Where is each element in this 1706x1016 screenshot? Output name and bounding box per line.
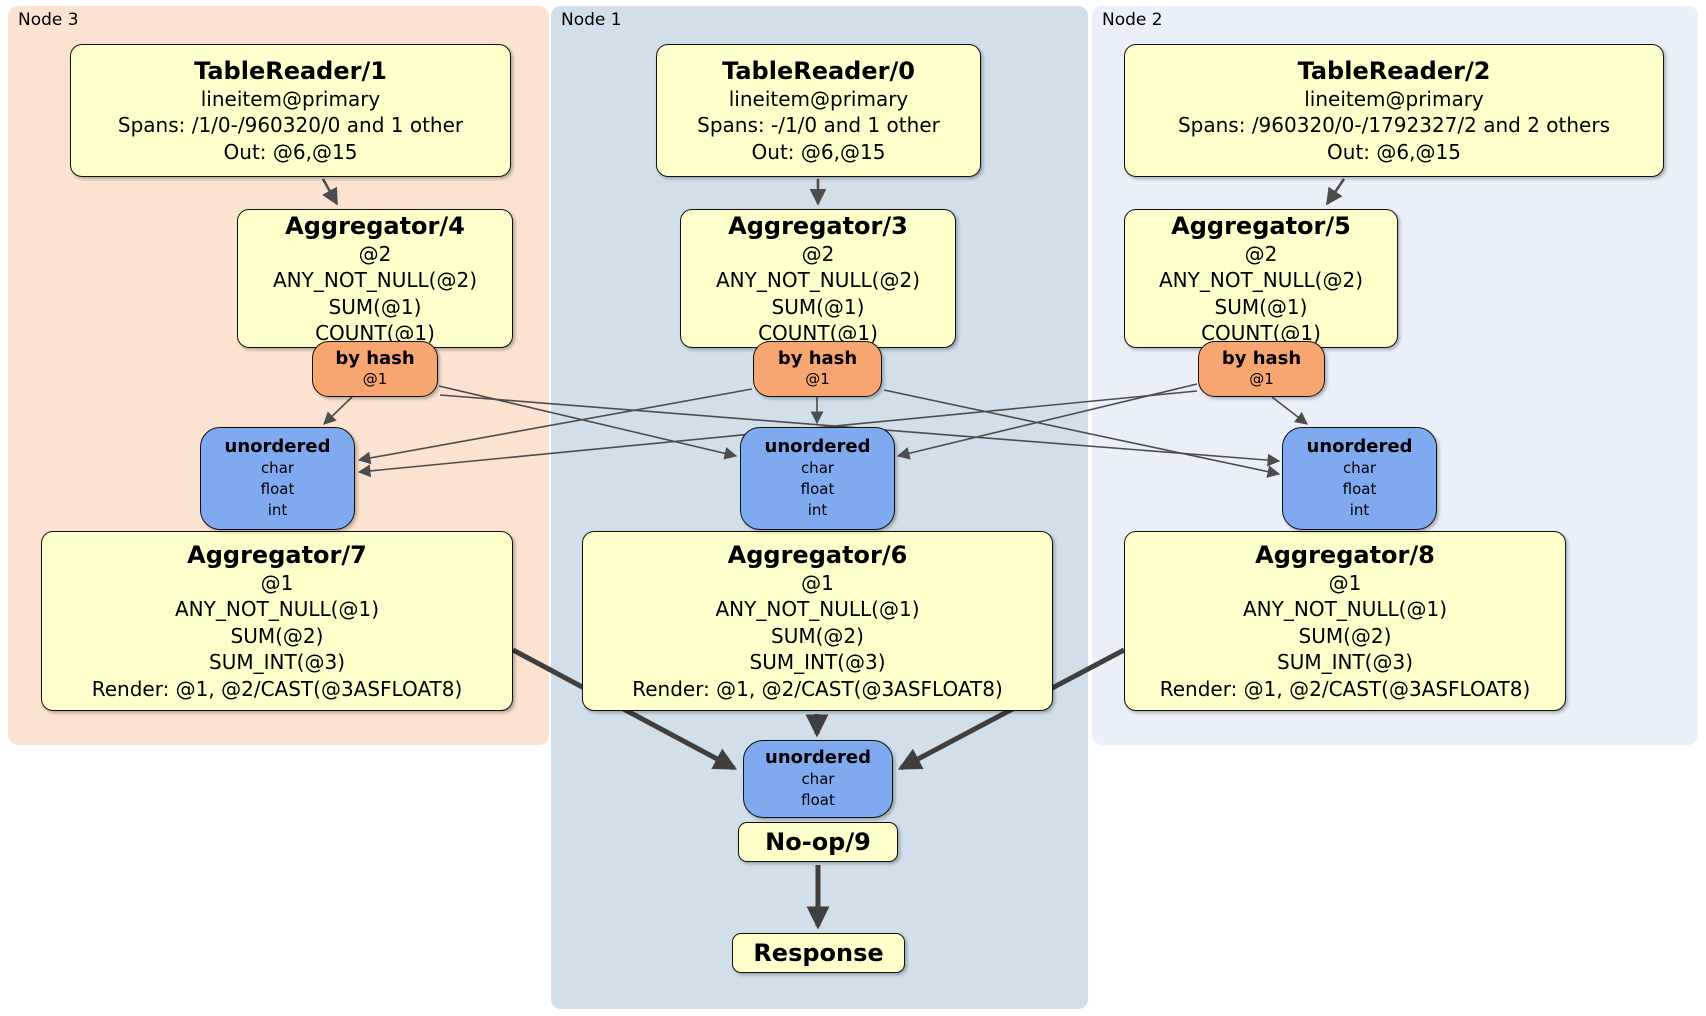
processor-detail: SUM(@2) [230,623,324,648]
processor-detail: Out: @6,@15 [751,139,886,164]
sync-column: char [260,458,295,477]
response-node: Response [732,933,905,973]
router-key: @1 [362,370,388,389]
processor-detail: ANY_NOT_NULL(@2) [716,268,920,293]
processor-title: Aggregator/8 [1255,541,1435,570]
edge-hashM-syncL [357,388,753,465]
router-title: by hash [1221,347,1302,369]
sync-title: unordered [1306,436,1413,458]
edge-hashM-syncR [883,389,1281,478]
processor-detail: ANY_NOT_NULL(@1) [1243,597,1447,622]
sync-column: int [267,500,288,519]
response-title: Response [753,939,884,967]
processor-detail: Spans: -/1/0 and 1 other [697,113,940,138]
processor-noop-9: No-op/9 [738,822,898,862]
processor-detail: @2 [801,241,835,266]
router-key: @1 [805,370,830,389]
processor-detail: ANY_NOT_NULL(@2) [273,268,477,293]
processor-detail: Render: @1, @2/CAST(@3ASFLOAT8) [632,676,1003,701]
sync-title: unordered [224,436,331,458]
edge-hashL-syncL [323,396,353,425]
processor-title: Aggregator/5 [1171,211,1351,240]
processor-title: Aggregator/4 [285,211,465,240]
processor-aggregator-4: Aggregator/4 @2 ANY_NOT_NULL(@2) SUM(@1)… [237,209,513,348]
sync-unordered-node2: unordered char float int [1282,427,1437,530]
router-by-hash-node3: by hash @1 [312,341,438,397]
sync-column: float [260,479,295,498]
processor-detail: @1 [1328,571,1362,596]
sync-unordered-node1: unordered char float int [740,427,895,530]
router-key: @1 [1249,370,1274,389]
processor-title: Aggregator/3 [728,211,908,240]
router-by-hash-node2: by hash @1 [1198,341,1325,397]
processor-tablereader-1: TableReader/1 lineitem@primary Spans: /1… [70,44,511,177]
edge-tr2-agg5 [1325,178,1346,206]
sync-column: float [800,479,835,498]
processor-detail: COUNT(@1) [1201,320,1321,345]
processor-aggregator-6: Aggregator/6 @1 ANY_NOT_NULL(@1) SUM(@2)… [582,531,1053,711]
router-title: by hash [335,347,415,369]
processor-aggregator-5: Aggregator/5 @2 ANY_NOT_NULL(@2) SUM(@1)… [1124,209,1398,348]
node1-region-label: Node 1 [561,10,622,30]
processor-detail: lineitem@primary [1304,86,1484,111]
processor-detail: SUM_INT(@3) [209,650,345,675]
processor-detail: COUNT(@1) [758,320,878,345]
processor-title: TableReader/0 [722,56,915,85]
processor-detail: SUM(@1) [328,294,422,319]
processor-title: Aggregator/6 [727,541,908,570]
processor-detail: @2 [1244,241,1278,266]
edge-hashR-syncM [896,383,1198,460]
processor-detail: Render: @1, @2/CAST(@3ASFLOAT8) [1159,676,1531,701]
sync-unordered-final: unordered char float [743,740,893,818]
processor-detail: ANY_NOT_NULL(@1) [715,597,920,622]
processor-tablereader-0: TableReader/0 lineitem@primary Spans: -/… [656,44,981,177]
processor-detail: Render: @1, @2/CAST(@3ASFLOAT8) [91,676,463,701]
sync-column: int [1349,500,1370,519]
processor-detail: COUNT(@1) [315,320,435,345]
processor-detail: @1 [260,571,294,596]
sync-column: float [1342,479,1377,498]
router-by-hash-node1: by hash @1 [753,341,882,397]
sync-title: unordered [765,747,871,769]
processor-aggregator-3: Aggregator/3 @2 ANY_NOT_NULL(@2) SUM(@1)… [680,209,956,348]
sync-column: char [1342,458,1377,477]
sync-column: int [807,500,828,519]
sync-title: unordered [764,436,871,458]
edge-hashL-syncM [438,385,738,460]
processor-tablereader-2: TableReader/2 lineitem@primary Spans: /9… [1124,44,1664,177]
node2-region-label: Node 2 [1102,10,1163,30]
sync-column: float [801,790,835,809]
processor-aggregator-8: Aggregator/8 @1 ANY_NOT_NULL(@1) SUM(@2)… [1124,531,1566,711]
processor-detail: ANY_NOT_NULL(@1) [175,597,379,622]
processor-detail: SUM(@1) [771,294,865,319]
edge-tr1-agg4 [321,178,339,206]
node3-region-label: Node 3 [18,10,79,30]
sync-unordered-node3: unordered char float int [200,427,355,530]
processor-detail: Out: @6,@15 [223,139,358,164]
edge-hashR-syncR [1271,396,1309,425]
processor-detail: ANY_NOT_NULL(@2) [1159,268,1363,293]
processor-detail: SUM(@1) [1214,294,1308,319]
processor-detail: Spans: /960320/0-/1792327/2 and 2 others [1177,113,1610,138]
processor-detail: @1 [801,571,834,596]
processor-title: TableReader/2 [1297,56,1491,85]
processor-detail: lineitem@primary [728,86,909,111]
processor-detail: SUM(@2) [771,623,864,648]
processor-detail: SUM_INT(@3) [1277,650,1413,675]
processor-aggregator-7: Aggregator/7 @1 ANY_NOT_NULL(@1) SUM(@2)… [41,531,513,711]
router-title: by hash [777,347,858,369]
processor-title: No-op/9 [765,828,871,856]
processor-title: Aggregator/7 [187,541,367,570]
processor-detail: @2 [358,241,392,266]
sync-column: char [800,458,835,477]
processor-detail: lineitem@primary [200,86,381,111]
sync-column: char [801,769,835,788]
processor-detail: Spans: /1/0-/960320/0 and 1 other [117,113,464,138]
processor-detail: SUM_INT(@3) [749,650,886,675]
processor-title: TableReader/1 [194,56,387,85]
processor-detail: SUM(@2) [1298,623,1392,648]
processor-detail: Out: @6,@15 [1327,139,1461,164]
